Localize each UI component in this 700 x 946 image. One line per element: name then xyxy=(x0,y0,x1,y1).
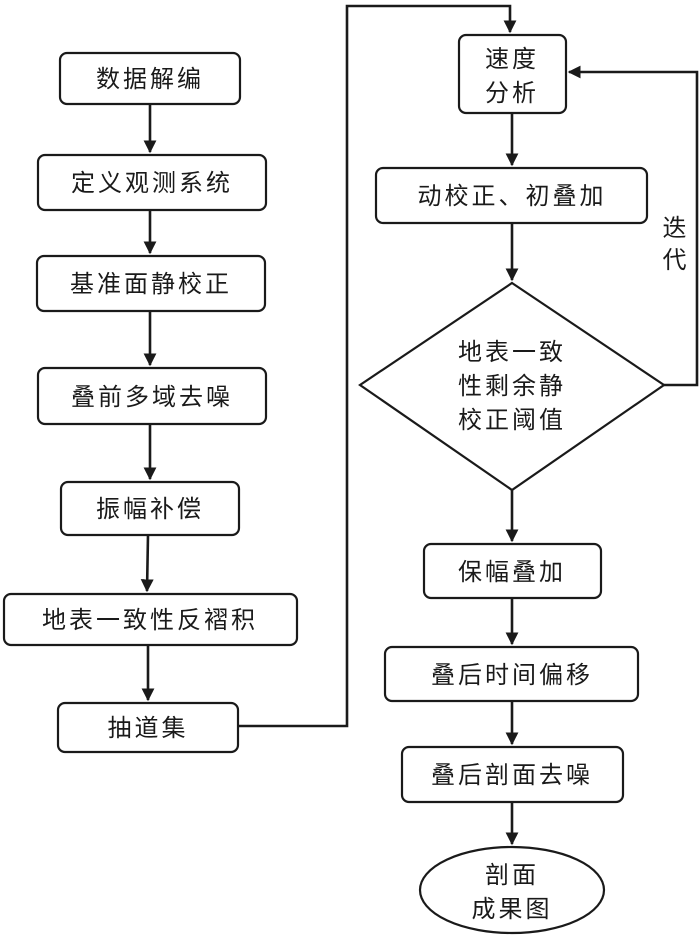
step-trace-extraction: 抽道集 xyxy=(56,701,240,754)
step-box xyxy=(36,153,268,212)
step-label: 基准面静校正 xyxy=(70,270,232,298)
step-label: 叠后剖面去噪 xyxy=(431,761,593,789)
step-nmo-initial-stack: 动校正、初叠加 xyxy=(374,166,649,225)
step-box xyxy=(383,645,640,703)
iteration-label-char-2: 代 xyxy=(663,246,690,274)
decision-label-line-3: 校正阈值 xyxy=(458,406,566,434)
step-label: 定义观测系统 xyxy=(71,169,233,197)
step-poststack-time-migration: 叠后时间偏移 xyxy=(383,645,640,703)
step-label: 振幅补偿 xyxy=(96,495,204,523)
terminal-label-line-1: 剖面 xyxy=(485,861,539,889)
step-label: 叠后时间偏移 xyxy=(431,661,593,689)
step-poststack-profile-denoise: 叠后剖面去噪 xyxy=(400,745,625,804)
iteration-label-char-1: 迭 xyxy=(663,214,690,242)
step-label: 数据解编 xyxy=(96,65,204,93)
step-label: 叠前多域去噪 xyxy=(71,383,233,411)
step-datum-statics: 基准面静校正 xyxy=(35,254,267,313)
decision-residual-statics-threshold: 地表一致 性剩余静 校正阈值 xyxy=(358,281,666,492)
step-box xyxy=(36,366,268,426)
step-surface-consistent-decon: 地表一致性反褶积 xyxy=(2,592,299,647)
iteration-loop-arrow xyxy=(567,65,699,387)
step-box xyxy=(374,166,649,225)
terminal-ellipse xyxy=(418,845,606,935)
step-box xyxy=(457,33,568,115)
step-define-geometry: 定义观测系统 xyxy=(36,153,268,212)
step-prestack-denoise: 叠前多域去噪 xyxy=(36,366,268,426)
terminal-final-section: 剖面 成果图 xyxy=(418,845,606,935)
step-box xyxy=(400,745,625,804)
step-label-line-1: 速度 xyxy=(485,45,539,73)
step-box xyxy=(35,254,267,313)
step-box xyxy=(58,51,242,106)
arrow-amplitude-to-decon xyxy=(140,534,154,593)
decision-diamond xyxy=(358,281,666,492)
step-amplitude-preserving-stack: 保幅叠加 xyxy=(422,542,603,600)
step-box xyxy=(422,542,603,600)
step-label: 动校正、初叠加 xyxy=(418,182,607,210)
terminal-label-line-2: 成果图 xyxy=(472,895,553,923)
step-amplitude-compensation: 振幅补偿 xyxy=(59,480,241,537)
iteration-label: 迭 代 xyxy=(663,214,690,274)
step-label: 抽道集 xyxy=(108,714,189,742)
step-box xyxy=(56,701,240,754)
step-data-decoding: 数据解编 xyxy=(58,51,242,106)
step-box xyxy=(59,480,241,537)
decision-label-line-2: 性剩余静 xyxy=(458,372,566,400)
step-velocity-analysis: 速度 分析 xyxy=(457,33,568,115)
left-column-connectors xyxy=(140,104,157,702)
step-box xyxy=(2,592,299,647)
step-label: 地表一致性反褶积 xyxy=(42,606,258,634)
arrow-traces-to-velocity xyxy=(238,4,517,728)
step-label-line-2: 分析 xyxy=(485,79,539,107)
decision-label-line-1: 地表一致 xyxy=(458,338,566,366)
step-label: 保幅叠加 xyxy=(458,558,566,586)
